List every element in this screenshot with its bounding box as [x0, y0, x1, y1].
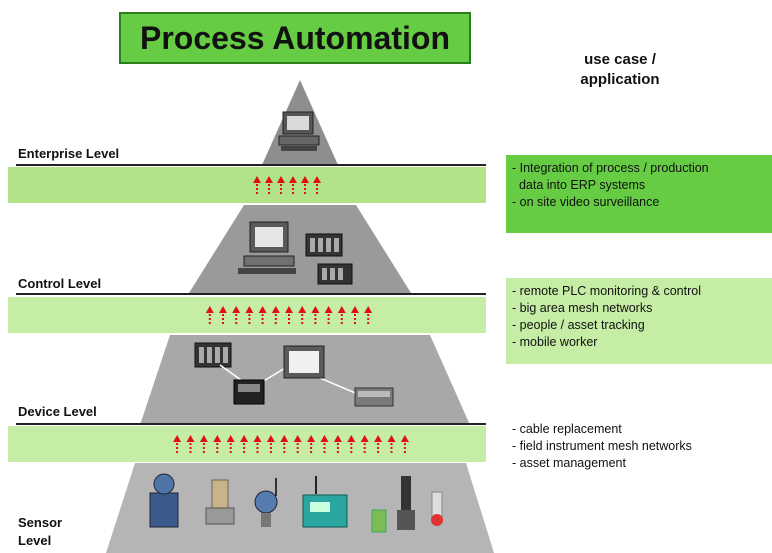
- use-case-item: - Integration of process / production: [512, 161, 709, 175]
- up-arrow-icon: [313, 176, 321, 194]
- up-arrow-icon: [253, 435, 262, 453]
- pyramid-sensor: [106, 463, 494, 553]
- up-arrow-icon: [245, 306, 254, 324]
- io-module-icon: [233, 379, 265, 405]
- sensor-icon: [302, 476, 348, 528]
- up-arrow-icon: [258, 306, 267, 324]
- use-case-header: use case / application: [540, 50, 700, 90]
- sensor-label-line-2: Level: [18, 533, 52, 548]
- up-arrow-icon: [213, 435, 222, 453]
- up-arrow-icon: [298, 306, 307, 324]
- up-arrow-icon: [226, 435, 235, 453]
- page-title: Process Automation: [119, 12, 471, 64]
- sensor-icon: [371, 476, 443, 533]
- up-arrow-icon: [374, 435, 383, 453]
- up-arrow-icon: [337, 306, 346, 324]
- up-arrow-icon: [240, 435, 249, 453]
- use-case-item: - people / asset tracking: [512, 318, 645, 332]
- band-enterprise-control: [8, 167, 486, 203]
- up-arrow-icon: [266, 435, 275, 453]
- up-arrow-icon: [293, 435, 302, 453]
- up-arrow-icon: [280, 435, 289, 453]
- up-arrow-icon: [400, 435, 409, 453]
- up-arrow-icon: [253, 176, 261, 194]
- sensor-icon: [254, 478, 278, 527]
- use-case-item: - mobile worker: [512, 335, 598, 349]
- up-arrow-icon: [333, 435, 342, 453]
- up-arrow-icon: [289, 176, 297, 194]
- panel-display-icon: [283, 345, 325, 379]
- up-arrow-icon: [285, 306, 293, 324]
- up-arrow-icon: [351, 306, 359, 324]
- up-arrow-icon: [301, 176, 309, 194]
- sensor-label-line-1: Sensor: [18, 515, 63, 530]
- use-case-item: - on site video surveillance: [512, 195, 660, 209]
- up-arrow-icon: [324, 306, 333, 324]
- up-arrow-icon: [199, 435, 208, 453]
- up-arrow-icon: [320, 435, 329, 453]
- up-arrow-icon: [311, 306, 320, 324]
- up-arrow-icon: [364, 306, 373, 324]
- up-arrow-icon: [271, 306, 280, 324]
- level-label-enterprise: Enterprise Level: [18, 146, 120, 161]
- use-case-header-line-1: use case /: [584, 51, 656, 68]
- use-case-box-device: - cable replacement - field instrument m…: [506, 418, 772, 480]
- up-arrow-icon: [232, 306, 241, 324]
- use-case-item: - remote PLC monitoring & control: [512, 284, 701, 298]
- up-arrow-icon: [205, 306, 214, 324]
- fieldbus-module-icon: [354, 387, 394, 407]
- sensor-icon: [149, 473, 179, 528]
- use-case-item: data into ERP systems: [512, 178, 646, 192]
- up-arrow-icon: [186, 435, 195, 453]
- up-arrow-icon: [360, 435, 369, 453]
- level-label-device: Device Level: [18, 404, 97, 419]
- workstation-icon: [238, 221, 296, 274]
- band-control-device: [8, 297, 486, 333]
- level-label-sensor: Sensor Level: [18, 514, 62, 550]
- plc-icon: [305, 233, 353, 285]
- up-arrow-icon: [265, 176, 273, 194]
- use-case-box-enterprise: - Integration of process / production da…: [506, 155, 772, 233]
- up-arrow-icon: [307, 435, 316, 453]
- up-arrow-icon: [387, 435, 396, 453]
- up-arrow-icon: [277, 176, 285, 194]
- use-case-box-control: - remote PLC monitoring & control - big …: [506, 278, 772, 364]
- up-arrow-icon: [347, 435, 356, 453]
- band-device-sensor: [8, 426, 486, 462]
- use-case-item: - asset management: [512, 456, 626, 470]
- use-case-item: - big area mesh networks: [512, 301, 653, 315]
- use-case-header-line-2: application: [580, 71, 660, 88]
- level-label-control: Control Level: [18, 276, 102, 291]
- computer-icon: [278, 111, 320, 151]
- up-arrow-icon: [173, 435, 182, 453]
- plc-icon: [194, 342, 232, 368]
- sensor-icon: [205, 479, 235, 525]
- use-case-item: - cable replacement: [512, 422, 622, 436]
- use-case-item: - field instrument mesh networks: [512, 439, 692, 453]
- up-arrow-icon: [219, 306, 227, 324]
